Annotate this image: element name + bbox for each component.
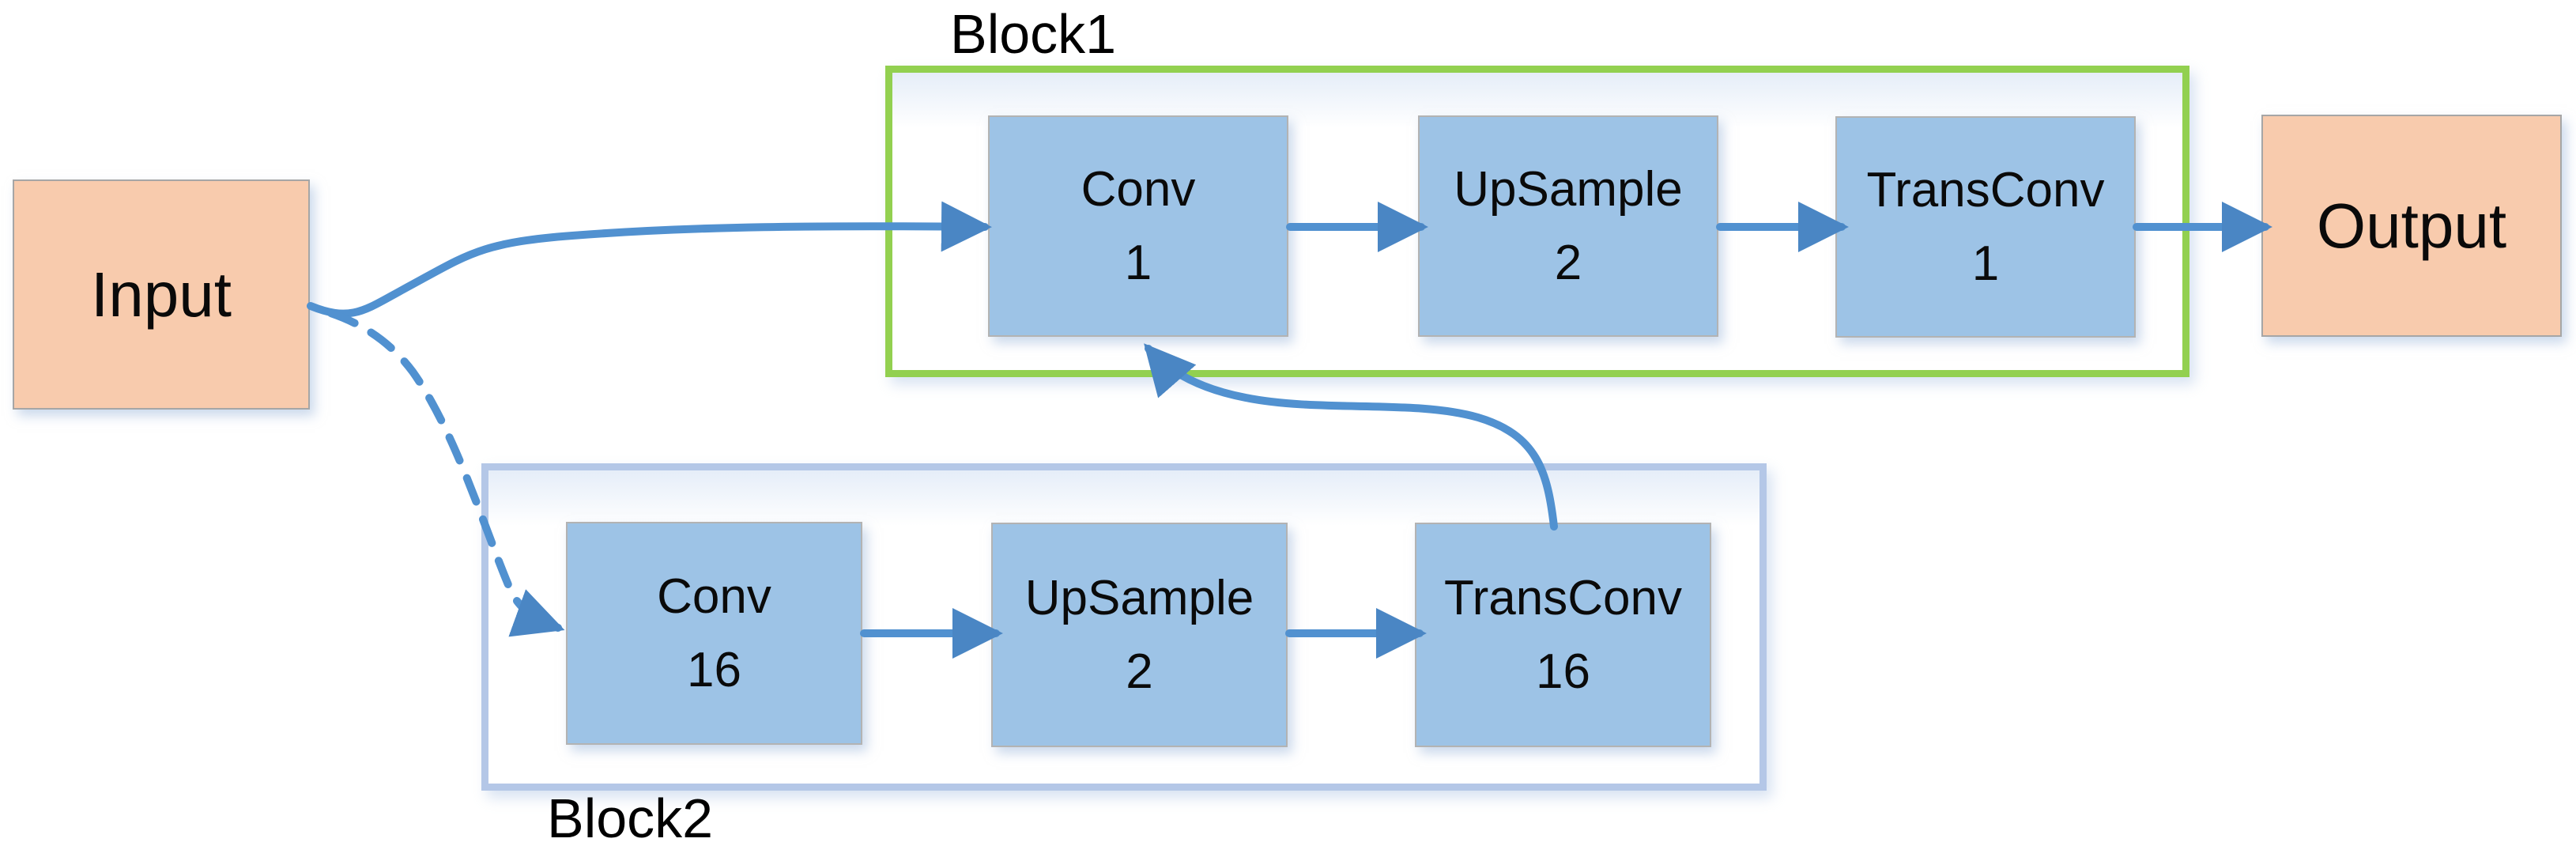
node-channels: 2 — [1554, 236, 1582, 290]
node-label: TransConv — [1444, 571, 1682, 625]
block2-transconv-node: TransConv 16 — [1415, 523, 1711, 747]
block1-upsample-node: UpSample 2 — [1418, 115, 1718, 337]
node-label: Conv — [1081, 162, 1196, 217]
input-label: Input — [91, 259, 232, 330]
node-label: UpSample — [1024, 571, 1254, 625]
node-label: TransConv — [1866, 163, 2105, 217]
edge-input-to-block1-conv — [307, 201, 992, 318]
node-channels: 1 — [1124, 236, 1152, 290]
output-node: Output — [2261, 115, 2562, 337]
node-label: UpSample — [1454, 162, 1683, 217]
block1-label: Block1 — [950, 3, 1117, 65]
output-label: Output — [2316, 190, 2507, 261]
block2-label: Block2 — [547, 787, 714, 846]
block2-conv-node: Conv 16 — [566, 522, 862, 745]
node-channels: 2 — [1126, 644, 1153, 699]
node-channels: 16 — [1536, 644, 1590, 699]
node-channels: 1 — [1971, 236, 2000, 291]
input-node: Input — [13, 179, 310, 410]
block2-upsample-node: UpSample 2 — [991, 523, 1288, 747]
block1-conv-node: Conv 1 — [988, 115, 1288, 337]
block1-transconv-node: TransConv 1 — [1835, 116, 2136, 338]
node-label: Conv — [657, 569, 771, 624]
node-channels: 16 — [687, 643, 741, 697]
